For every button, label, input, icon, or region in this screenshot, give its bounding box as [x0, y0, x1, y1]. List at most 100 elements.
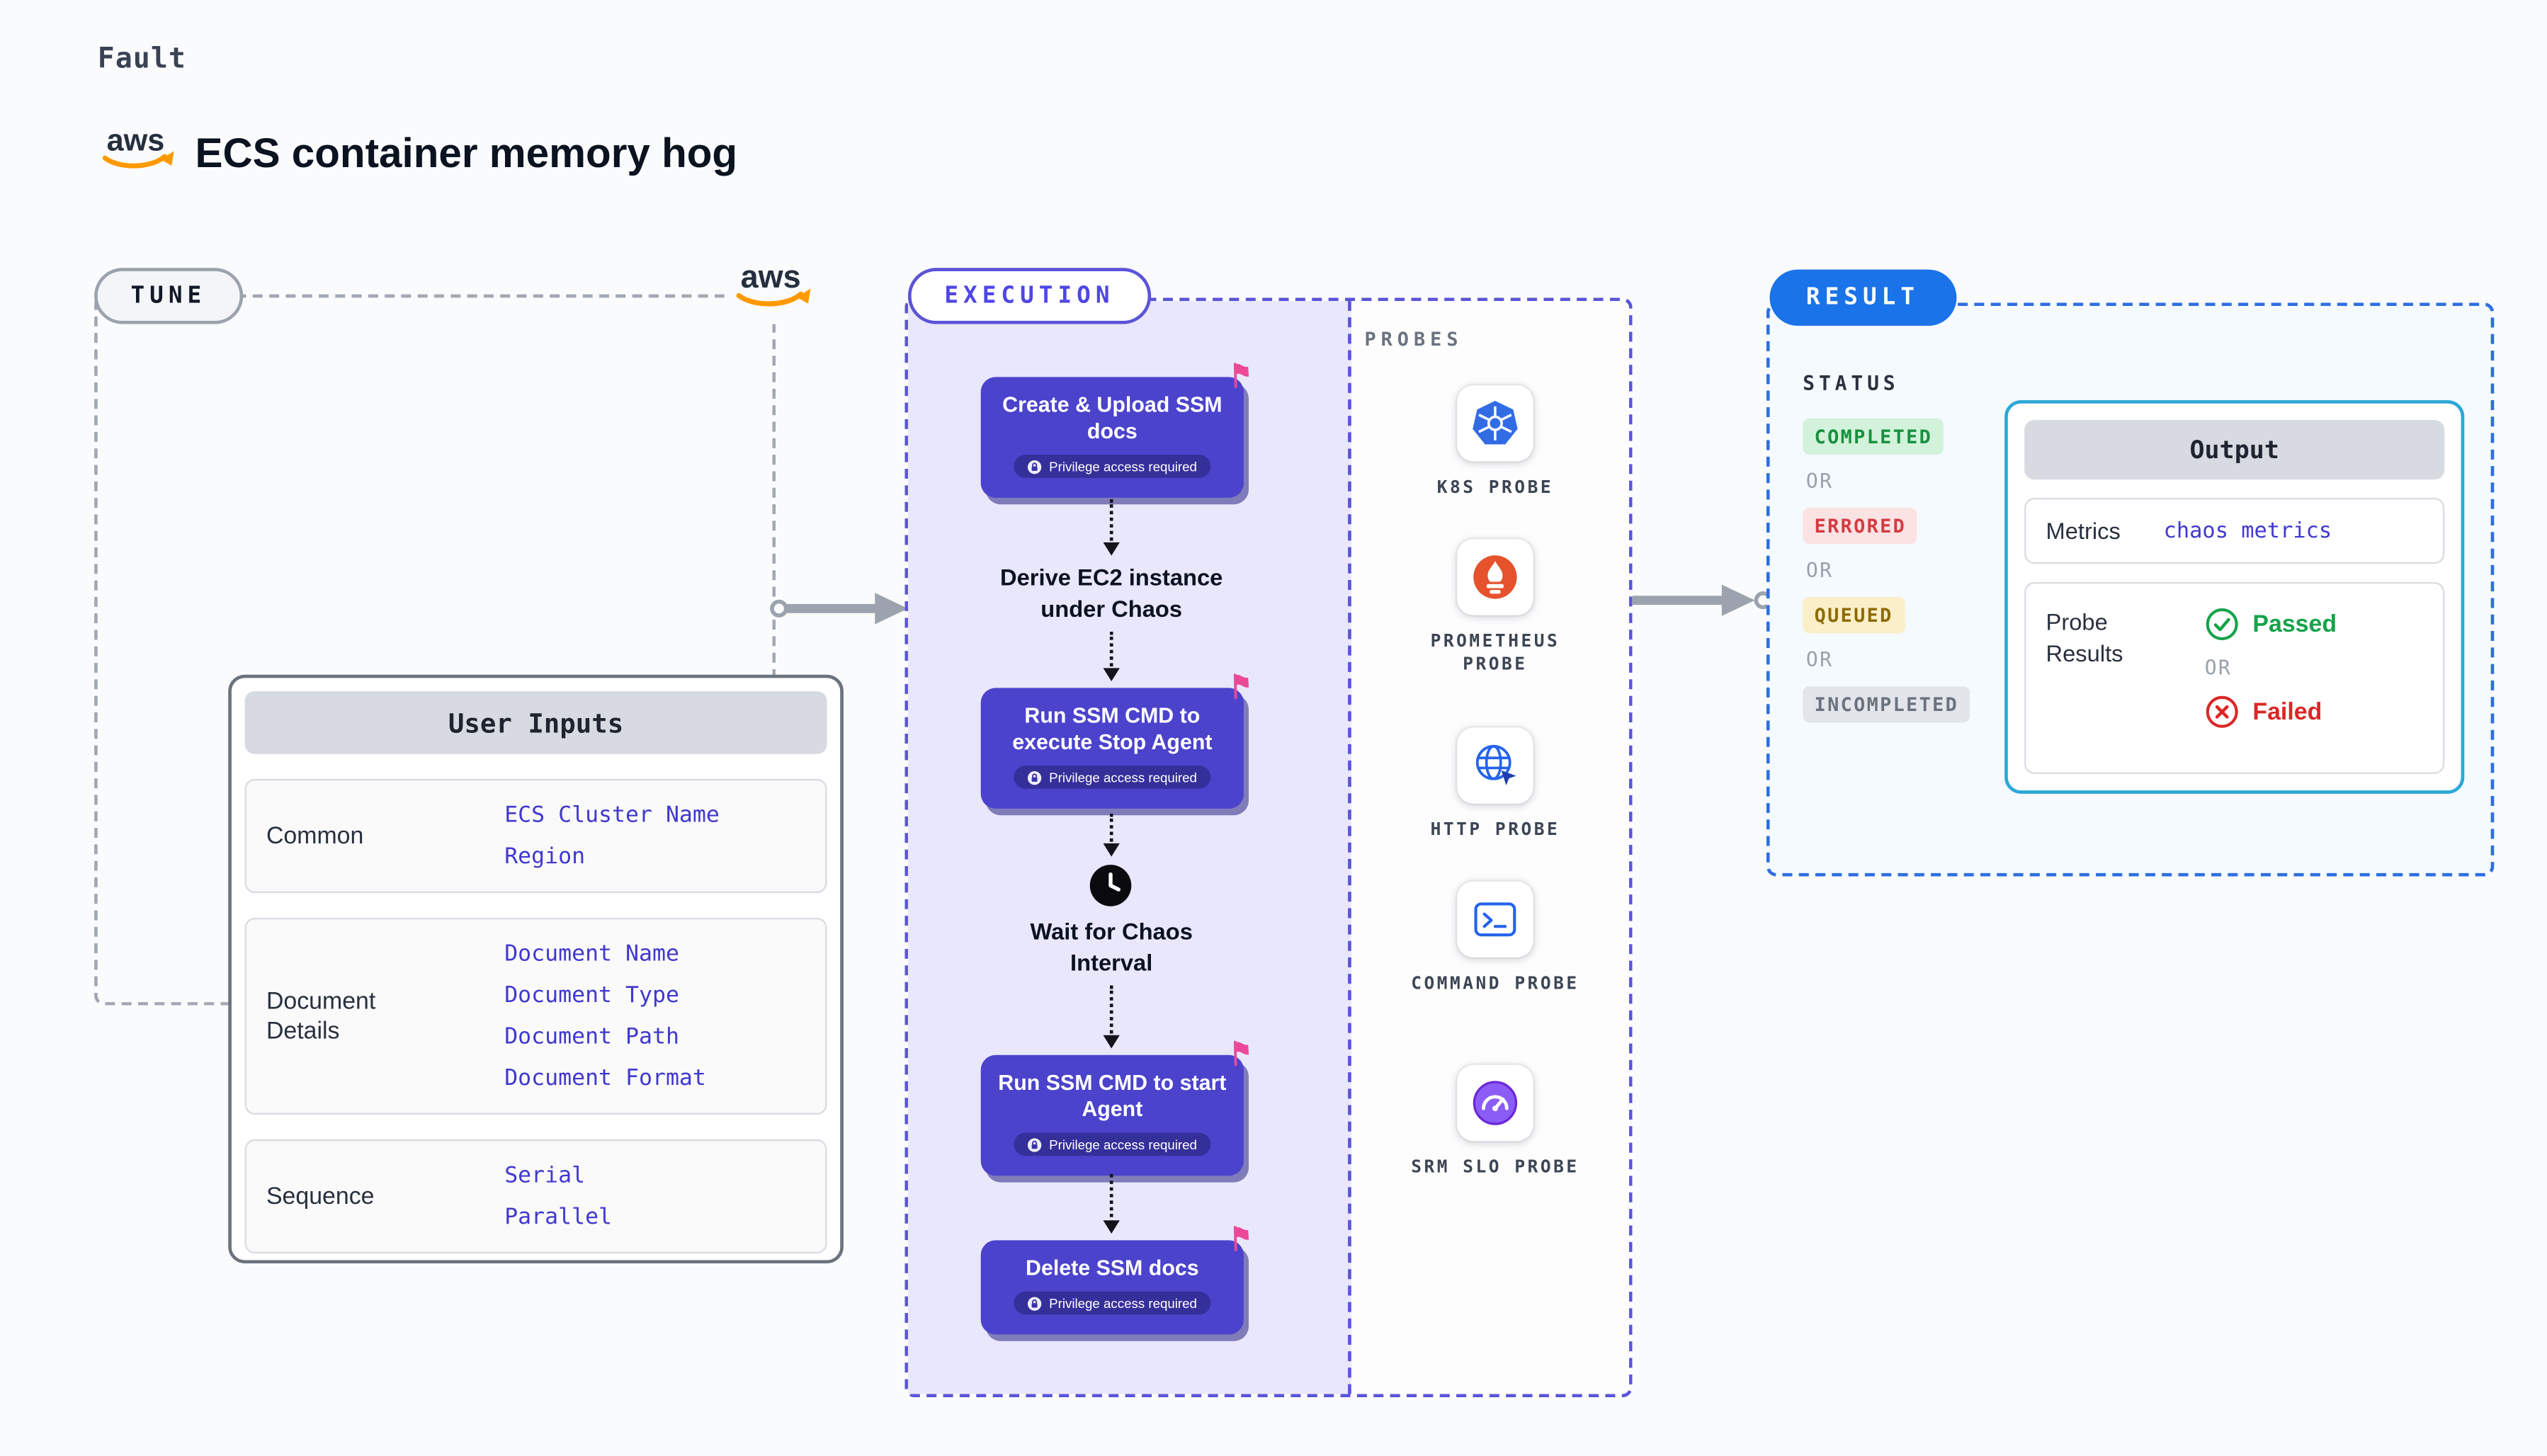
- input-value: Document Type: [504, 982, 679, 1009]
- output-card: Output Metrics chaos metrics Probe Resul…: [2004, 400, 2465, 794]
- page-kicker: Fault: [97, 42, 187, 76]
- x-circle-icon: [2206, 695, 2238, 728]
- input-value: Region: [504, 843, 586, 870]
- execution-label-pill: EXECUTION: [907, 268, 1151, 324]
- lock-icon: [1028, 459, 1043, 474]
- input-row-common: Common ECS Cluster Name Region: [244, 778, 827, 893]
- page-title: ECS container memory hog: [195, 130, 738, 177]
- metrics-row: Metrics chaos metrics: [2024, 497, 2445, 564]
- wait-clock-icon: [1088, 863, 1133, 916]
- input-row-label: Document Details: [266, 988, 376, 1045]
- input-value: Document Path: [504, 1023, 679, 1050]
- result-section: STATUS COMPLETED OR ERRORED OR QUEUED OR…: [1766, 302, 2495, 877]
- flag-icon: [1224, 1224, 1257, 1265]
- result-label-pill: RESULT: [1769, 269, 1956, 326]
- step-title: Run SSM CMD to execute Stop Agent: [1012, 703, 1213, 754]
- input-row-label: Common: [266, 822, 364, 850]
- privilege-badge: Privilege access required: [1014, 1132, 1210, 1156]
- input-row-values: ECS Cluster Name Region: [451, 780, 825, 891]
- output-header: Output: [2024, 420, 2445, 480]
- prometheus-icon: [1457, 539, 1533, 615]
- probe-label: HTTP PROBE: [1430, 820, 1560, 841]
- step-derive-ec2-label: Derive EC2 instance under Chaos: [1000, 564, 1223, 622]
- check-circle-icon: [2206, 608, 2238, 640]
- step-title: Run SSM CMD to start Agent: [998, 1069, 1227, 1122]
- status-badge-incompleted: INCOMPLETED: [1803, 686, 1970, 723]
- step-run-ssm-stop-agent: Run SSM CMD to execute Stop Agent Privil…: [980, 673, 1249, 808]
- probe-label: PROMETHEUS PROBE: [1430, 632, 1560, 675]
- status-badge-errored: ERRORED: [1803, 507, 1918, 545]
- flow-arrow-execution-to-result: [1632, 584, 1771, 616]
- probe-results-row: Probe Results Passed OR: [2024, 581, 2445, 774]
- flow-arrow-tune-to-execution: [770, 593, 908, 625]
- aws-logo: aws: [724, 256, 817, 324]
- status-badge-queued: QUEUED: [1803, 596, 1905, 634]
- step-title: Create & Upload SSM docs: [1002, 392, 1223, 443]
- svg-text:aws: aws: [107, 123, 165, 157]
- input-row-values: Serial Parallel: [451, 1141, 825, 1251]
- execution-section: PROBES Create & Upload SSM docs Privileg…: [904, 297, 1633, 1398]
- input-value: Parallel: [504, 1203, 613, 1231]
- probe-item-prometheus: PROMETHEUS PROBE: [1404, 539, 1586, 676]
- input-row-values: Document Name Document Type Document Pat…: [451, 919, 825, 1113]
- privilege-badge: Privilege access required: [1014, 1291, 1210, 1315]
- probe-results-values: Passed OR Failed: [2168, 584, 2337, 772]
- step-run-ssm-start-agent: Run SSM CMD to start Agent Privilege acc…: [980, 1040, 1249, 1176]
- tune-label-pill: TUNE: [94, 268, 243, 324]
- input-row-sequence: Sequence Serial Parallel: [244, 1139, 827, 1254]
- svg-text:aws: aws: [741, 258, 801, 295]
- failed-label: Failed: [2252, 698, 2322, 725]
- flag-icon: [1224, 1038, 1257, 1079]
- status-stack: COMPLETED OR ERRORED OR QUEUED OR INCOMP…: [1803, 418, 1970, 723]
- status-heading: STATUS: [1803, 372, 1900, 396]
- privilege-badge: Privilege access required: [1014, 766, 1210, 789]
- probe-label: K8S PROBE: [1436, 477, 1554, 498]
- step-delete-ssm-docs: Delete SSM docs Privilege access require…: [980, 1226, 1249, 1334]
- connector-arrow: [1103, 985, 1120, 1049]
- srm-slo-gauge-icon: [1457, 1064, 1533, 1142]
- status-badge-completed: COMPLETED: [1803, 418, 1944, 455]
- probes-label: PROBES: [1364, 327, 1463, 351]
- or-label: OR: [1805, 648, 1834, 672]
- or-label: OR: [1805, 470, 1834, 493]
- step-title: Delete SSM docs: [1026, 1255, 1199, 1280]
- connector-arrow: [1103, 813, 1120, 857]
- probe-label: COMMAND PROBE: [1411, 974, 1579, 994]
- lock-icon: [1028, 1296, 1043, 1310]
- input-value: Document Name: [504, 940, 679, 968]
- input-value: ECS Cluster Name: [504, 802, 720, 829]
- kubernetes-icon: [1457, 385, 1533, 462]
- probe-item-srm-slo: SRM SLO PROBE: [1404, 1064, 1586, 1179]
- connector-arrow: [1103, 632, 1120, 682]
- connector-arrow: [1103, 1173, 1120, 1234]
- terminal-icon: [1457, 881, 1533, 958]
- failed-indicator: Failed: [2205, 695, 2337, 729]
- privilege-badge: Privilege access required: [1014, 455, 1210, 478]
- connector-arrow: [1103, 499, 1120, 556]
- tune-section: User Inputs Common ECS Cluster Name Regi…: [94, 294, 844, 1264]
- flag-icon: [1224, 360, 1257, 402]
- or-label: OR: [1805, 559, 1834, 582]
- user-inputs-header: User Inputs: [244, 691, 827, 754]
- passed-indicator: Passed: [2205, 607, 2337, 642]
- lock-icon: [1028, 1137, 1043, 1151]
- user-inputs-card: User Inputs Common ECS Cluster Name Regi…: [228, 674, 844, 1264]
- lock-icon: [1028, 770, 1043, 785]
- input-value: Serial: [504, 1162, 586, 1189]
- flag-icon: [1224, 671, 1257, 712]
- metrics-value: chaos metrics: [2163, 518, 2332, 544]
- aws-logo: aws: [94, 123, 177, 183]
- probe-item-k8s: K8S PROBE: [1404, 385, 1586, 499]
- metrics-label: Metrics: [2046, 516, 2121, 544]
- step-create-upload-ssm-docs: Create & Upload SSM docs Privilege acces…: [980, 363, 1249, 497]
- or-label: OR: [2204, 656, 2233, 680]
- step-wait-label: Wait for Chaos Interval: [1030, 917, 1193, 976]
- probe-results-label: Probe Results: [2046, 608, 2123, 667]
- probe-item-http: HTTP PROBE: [1404, 727, 1586, 841]
- input-row-label: Sequence: [266, 1183, 375, 1210]
- http-globe-icon: [1457, 727, 1533, 804]
- input-value: Document Format: [504, 1064, 706, 1092]
- input-row-document-details: Document Details Document Name Document …: [244, 917, 827, 1115]
- probe-label: SRM SLO PROBE: [1411, 1157, 1579, 1178]
